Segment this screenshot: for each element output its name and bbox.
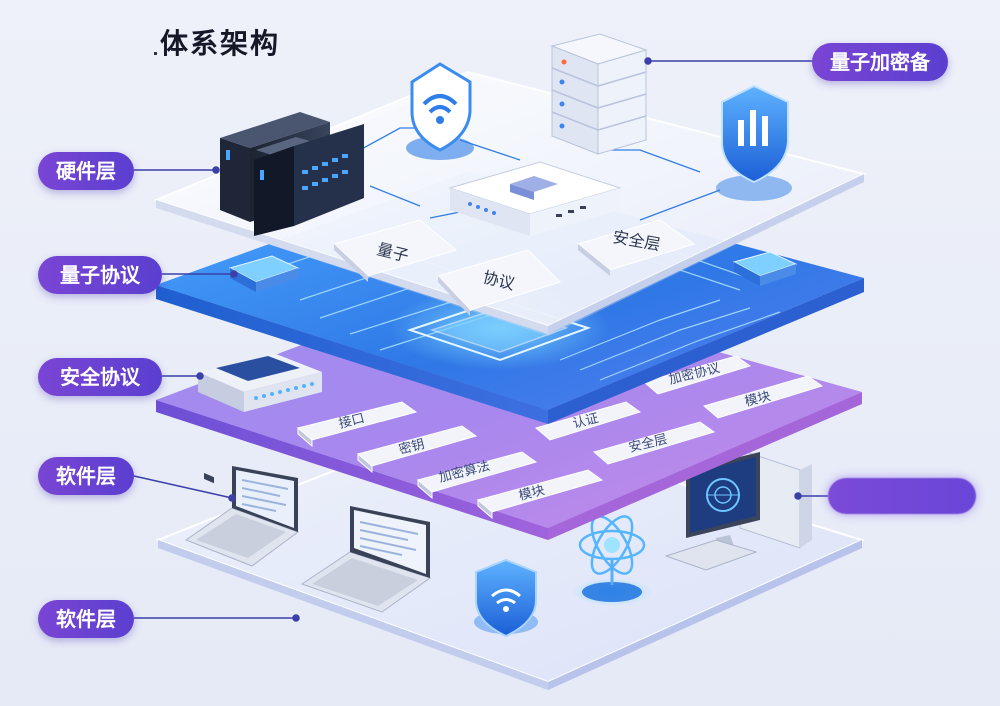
purple-tile — [476, 469, 604, 520]
tile-text: 接口 — [337, 410, 366, 432]
monitor-icon — [664, 449, 812, 571]
shield-wifi-icon — [474, 558, 538, 638]
purple-tile — [702, 375, 824, 419]
page-title: 体系架构 — [153, 22, 280, 62]
tile-text: 模块 — [743, 389, 772, 410]
purple-tile — [296, 401, 418, 448]
tile-text: 认证 — [571, 411, 600, 432]
purple-tile — [416, 451, 538, 500]
label-hardware-layer: 硬件层 — [38, 152, 134, 190]
label-security-protocol: 安全协议 — [38, 358, 162, 396]
label-connectors — [133, 57, 828, 622]
label-blank — [828, 478, 976, 514]
chip-icon — [732, 251, 798, 286]
purple-tile — [534, 401, 642, 441]
laptop-icon — [184, 466, 300, 567]
tile-text: 模块 — [517, 483, 546, 504]
quantum-atom-icon — [572, 515, 652, 606]
shield-bars-icon — [716, 84, 792, 201]
top-tile — [437, 249, 561, 316]
label-software-layer-bottom: 软件层 — [38, 600, 134, 638]
router-icon — [448, 161, 622, 236]
tile-text: 密钥 — [397, 436, 426, 458]
server-stack-icon — [550, 33, 648, 155]
purple-tile — [642, 355, 752, 395]
purple-tile — [356, 425, 478, 474]
laptop-icon — [300, 506, 432, 613]
network-switch-icon — [198, 354, 322, 484]
label-quantum-encryption: 量子加密备 — [812, 43, 948, 81]
purple-tile — [592, 421, 716, 465]
server-rack-icon — [220, 112, 364, 236]
wifi-shield-icon — [406, 62, 474, 160]
software-layer — [155, 416, 865, 690]
label-quantum-protocol: 量子协议 — [38, 256, 162, 294]
label-software-layer: 软件层 — [38, 457, 134, 495]
top-tile — [333, 219, 458, 282]
top-tile — [576, 219, 696, 276]
